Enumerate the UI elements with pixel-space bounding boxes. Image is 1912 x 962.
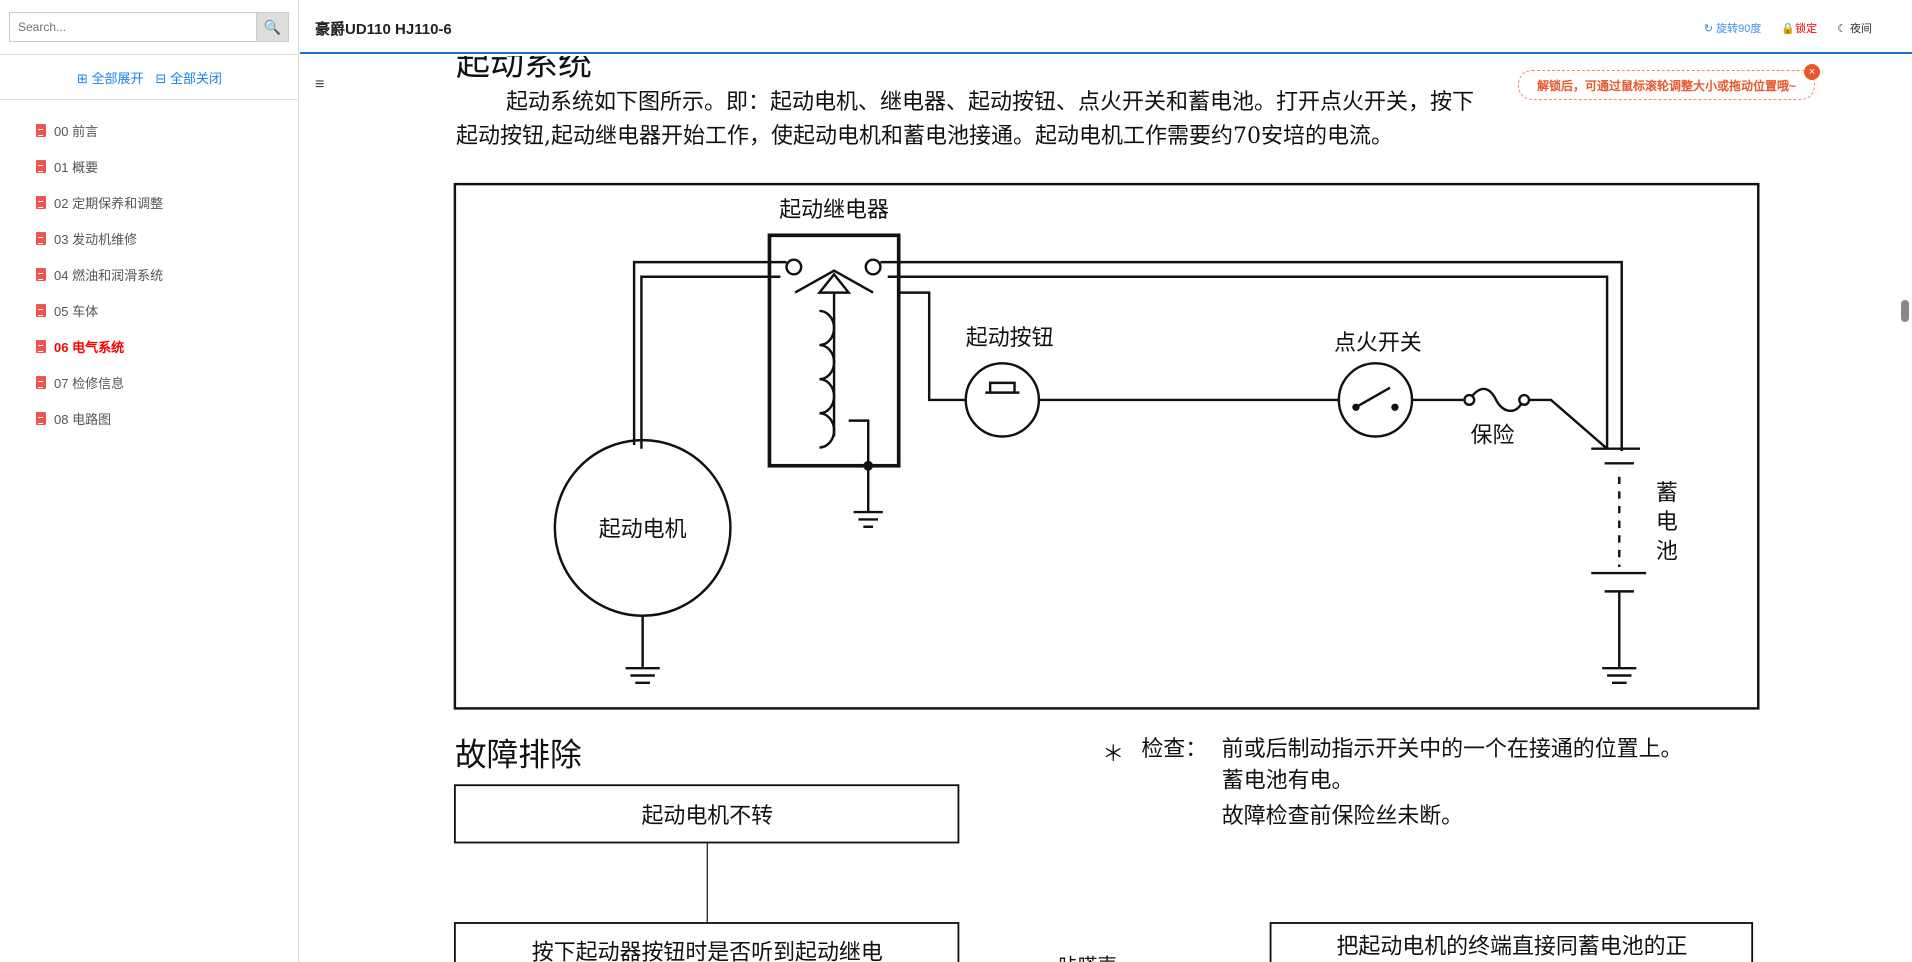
file-icon: [36, 123, 46, 137]
header: 豪爵UD110 HJ110-6 ↻ 旋转90度 🔒锁定 ☾ 夜间: [300, 0, 1912, 54]
chapter-list: 00 前言 01 概要 02 定期保养和调整 03 发动机维修 04 燃油和润滑…: [0, 112, 299, 436]
motor-label: 起动电机: [599, 517, 687, 542]
chapter-label: 04 燃油和润滑系统: [54, 267, 164, 283]
file-icon: [36, 375, 46, 389]
search-input[interactable]: [9, 12, 256, 42]
night-mode-button[interactable]: ☾ 夜间: [1837, 20, 1872, 36]
chapter-label: 06 电气系统: [54, 339, 125, 355]
check-line: 前或后制动指示开关中的一个在接通的位置上。: [1222, 737, 1683, 762]
tooltip-text: 解锁后，可通过鼠标滚轮调整大小或拖动位置哦~: [1536, 78, 1796, 93]
fuse-label: 保险: [1471, 424, 1515, 449]
fuse-symbol: [1468, 387, 1525, 413]
paragraph-line: 起动按钮,起动继电器开始工作，使起动电机和蓄电池接通。起动电机工作需要约70安培…: [456, 124, 1393, 149]
ignition-label: 点火开关: [1334, 331, 1422, 356]
scrollbar-thumb[interactable]: [1901, 300, 1909, 322]
chapter-label: 05 车体: [54, 303, 99, 319]
paragraph-line: 起动系统如下图所示。即：起动电机、继电器、起动按钮、点火开关和蓄电池。打开点火开…: [506, 90, 1475, 115]
chapter-label: 02 定期保养和调整: [54, 195, 164, 211]
page-title: 豪爵UD110 HJ110-6: [315, 21, 452, 38]
chapter-label: 03 发动机维修: [54, 231, 138, 247]
flow-box-1-text: 起动电机不转: [641, 804, 773, 829]
ground-symbol: [625, 615, 660, 685]
hint-tooltip: 解锁后，可通过鼠标滚轮调整大小或拖动位置哦~: [1518, 70, 1815, 100]
collapse-all-button[interactable]: ⊟ 全部关闭: [155, 70, 223, 86]
relay-box: [767, 233, 901, 468]
expand-all-button[interactable]: ⊞ 全部展开: [76, 70, 144, 86]
flow-box-2-text: 按下起动器按钮时是否听到起动继电: [532, 941, 883, 962]
chapter-item-active[interactable]: 06 电气系统: [0, 328, 299, 364]
file-icon: [36, 303, 46, 317]
battery-symbol: [1591, 447, 1647, 685]
battery-label: 蓄: [1656, 481, 1678, 506]
check-star: ＊: [1102, 742, 1124, 767]
junction: [863, 460, 874, 471]
file-icon: [36, 195, 46, 209]
relay-terminal: [864, 258, 882, 276]
file-icon: [36, 159, 46, 173]
relay-label: 起动继电器: [779, 198, 889, 223]
chapter-item[interactable]: 04 燃油和润滑系统: [0, 256, 299, 292]
chapter-item[interactable]: 05 车体: [0, 292, 299, 328]
battery-label: 池: [1656, 539, 1678, 564]
rotate-button[interactable]: ↻ 旋转90度: [1704, 20, 1762, 36]
button-label: 起动按钮: [966, 326, 1054, 351]
flow-box-3: [1269, 922, 1754, 962]
chapter-item[interactable]: 02 定期保养和调整: [0, 184, 299, 220]
troubleshooting-heading: 故障排除: [455, 738, 582, 774]
chapter-label: 00 前言: [54, 123, 99, 139]
section-heading: 起动系统: [456, 44, 592, 84]
click-label: 咔嗒声: [1058, 954, 1117, 962]
relay-terminal: [785, 258, 803, 276]
chapter-item[interactable]: 08 电路图: [0, 400, 299, 436]
flow-box-2: [453, 922, 960, 962]
wires-2: [848, 291, 1608, 528]
lock-icon: 🔒: [1781, 23, 1796, 35]
chapter-item[interactable]: 00 前言: [0, 112, 299, 148]
lock-label: 锁定: [1795, 23, 1818, 35]
search-button[interactable]: 🔍: [256, 12, 289, 42]
ignition-switch-symbol: [1337, 362, 1414, 438]
file-icon: [36, 339, 46, 353]
file-icon: [36, 231, 46, 245]
night-label: 夜间: [1850, 23, 1872, 35]
scrollbar[interactable]: [1898, 56, 1912, 962]
check-label: 检查：: [1141, 737, 1207, 762]
relay-contact: [794, 269, 874, 437]
search-bar: 🔍: [9, 12, 289, 42]
check-line: 故障检查前保险丝未断。: [1222, 804, 1463, 829]
chapter-label: 08 电路图: [54, 411, 112, 427]
battery-label: 电: [1656, 510, 1678, 535]
diagram-frame: [453, 182, 1760, 710]
start-button-symbol: [964, 362, 1041, 438]
chapter-item[interactable]: 01 概要: [0, 148, 299, 184]
file-icon: [36, 267, 46, 281]
search-icon: 🔍: [263, 18, 282, 35]
chapter-label: 07 检修信息: [54, 375, 125, 391]
chapter-item[interactable]: 03 发动机维修: [0, 220, 299, 256]
chapter-label: 01 概要: [54, 159, 99, 175]
sidebar: 🔍 ⊞ 全部展开 ⊟ 全部关闭 00 前言 01 概要 02 定期保养和调整 0…: [0, 0, 299, 962]
lock-button[interactable]: 🔒锁定: [1781, 20, 1817, 36]
check-line: 蓄电池有电。: [1222, 769, 1354, 794]
tooltip-close-button[interactable]: ×: [1804, 64, 1820, 80]
wires: [632, 260, 1623, 452]
rotate-label: 旋转90度: [1716, 23, 1762, 35]
flow-box-3-text: 把起动电机的终端直接同蓄电池的正: [1336, 934, 1687, 959]
relay-coil: [819, 309, 836, 449]
chapter-item[interactable]: 07 检修信息: [0, 364, 299, 400]
moon-icon: ☾: [1837, 23, 1850, 35]
file-icon: [36, 411, 46, 425]
rotate-icon: ↻: [1703, 23, 1717, 35]
menu-icon[interactable]: ≡: [315, 76, 325, 93]
